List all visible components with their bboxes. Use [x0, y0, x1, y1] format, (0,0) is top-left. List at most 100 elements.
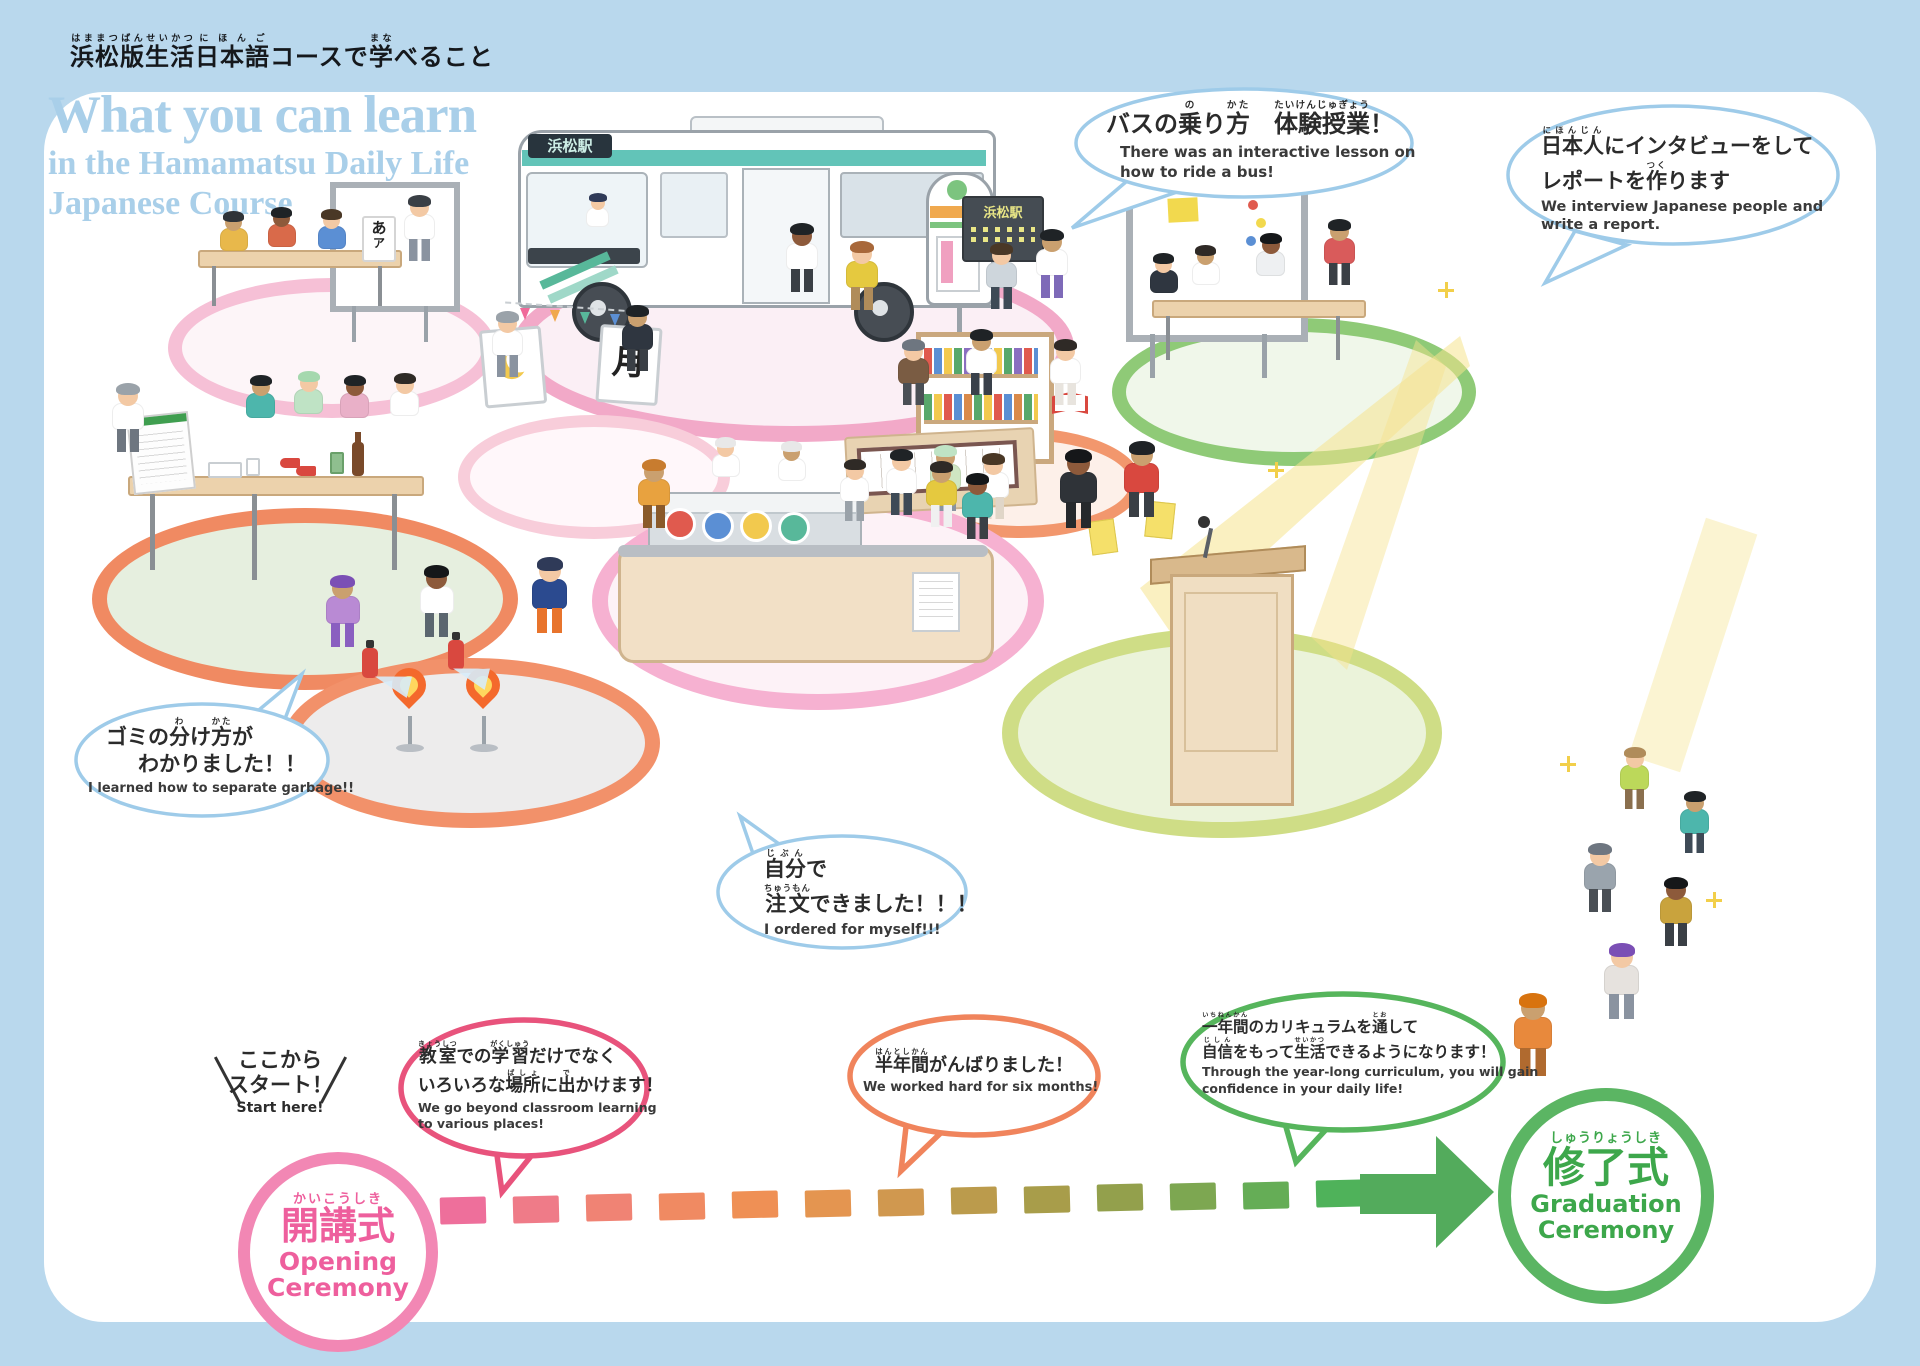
- timeline-dash: [658, 1192, 706, 1221]
- person-torso: [112, 403, 144, 430]
- person-torso: [1680, 809, 1709, 834]
- classroom-table: [198, 250, 402, 268]
- timeline-dash: [1315, 1179, 1363, 1208]
- person-torso: [420, 586, 454, 615]
- person-hair: [321, 209, 343, 220]
- person-legs: [930, 504, 952, 527]
- person-hair: [343, 375, 366, 387]
- person-head: [393, 373, 416, 394]
- person-torso: [622, 324, 653, 350]
- fire-extinguisher: [362, 648, 378, 678]
- page-title-english: What you can learn in the Hamamatsu Dail…: [48, 88, 477, 221]
- person-torso: [1256, 251, 1285, 276]
- person-torso: [492, 330, 523, 356]
- speech-bubble-sixmonths: 半年間はんとしかんがんばりました！ We worked hard for six…: [845, 1013, 1107, 1179]
- person-hair: [1153, 253, 1175, 264]
- sparkle-icon: [1706, 892, 1722, 908]
- person-hair: [989, 243, 1013, 255]
- table-leg: [1336, 316, 1340, 360]
- start-jp-line2: スタート！: [228, 1072, 333, 1097]
- person-legs: [990, 286, 1012, 309]
- graduation-ceremony-badge: しゅうりょうしき 修了式 Graduation Ceremony: [1498, 1088, 1714, 1304]
- drink-can: [330, 452, 344, 474]
- bubble-yearlong-en2: confidence in your daily life!: [1202, 1080, 1404, 1096]
- person-hair: [933, 445, 957, 457]
- person-figure: [294, 371, 323, 414]
- person-torso: [886, 468, 917, 494]
- person-head: [1128, 441, 1155, 466]
- magnet-dot-yellow: [1256, 218, 1266, 228]
- person-torso: [1124, 463, 1159, 493]
- person-hair: [393, 373, 416, 385]
- person-head: [1519, 993, 1547, 1020]
- person-hair: [850, 241, 874, 254]
- person-figure: [112, 383, 144, 452]
- garland-flag: [580, 312, 590, 324]
- person-torso: [246, 393, 275, 418]
- person-head: [889, 449, 913, 471]
- person-head: [1259, 233, 1282, 254]
- person-hair: [929, 461, 953, 473]
- person-legs: [1665, 923, 1687, 946]
- person-legs: [1129, 491, 1154, 517]
- person-figure: [340, 375, 369, 418]
- food-bowl-yellow: [740, 510, 772, 542]
- person-figure: [268, 207, 296, 248]
- person-torso: [638, 479, 670, 506]
- person-figure: [1256, 233, 1285, 276]
- timeline-dash: [1096, 1183, 1144, 1212]
- person-head: [1608, 943, 1635, 968]
- person-torso: [294, 389, 323, 414]
- person-legs: [1054, 382, 1076, 405]
- bus-wheel-hub: [590, 300, 606, 316]
- person-figure: [846, 241, 878, 310]
- person-torso: [846, 261, 878, 288]
- person-figure: [318, 209, 346, 250]
- person-head: [781, 441, 803, 461]
- person-torso: [1604, 965, 1639, 995]
- person-hair: [843, 459, 866, 471]
- person-figure: [390, 373, 419, 416]
- person-torso: [318, 226, 346, 250]
- person-legs: [1065, 501, 1091, 529]
- bubble-outline: [1070, 87, 1414, 230]
- timeline-dash: [512, 1194, 560, 1224]
- person-hair: [625, 305, 649, 317]
- bubble-yearlong-en1: Through the year-long curriculum, you wi…: [1202, 1064, 1539, 1080]
- whiteboard-leg: [1150, 334, 1155, 378]
- person-torso: [1660, 897, 1692, 924]
- garland-flag: [520, 308, 530, 320]
- speech-bubble-bus: バスの乗のり方かた 体験授業たいけんじゅぎょう！ There was an in…: [1070, 86, 1417, 236]
- table-leg: [252, 494, 257, 580]
- bubble-garbage-en1: I learned how to separate garbage!!: [88, 780, 355, 796]
- paper-cup: [246, 458, 260, 476]
- person-figure: [1604, 943, 1639, 1019]
- person-torso: [1060, 472, 1097, 503]
- opening-title-en2: Ceremony: [267, 1273, 409, 1303]
- person-torso: [926, 480, 957, 506]
- person-figure: [1050, 339, 1081, 405]
- sparkle-icon: [1560, 756, 1576, 772]
- person-head: [407, 195, 431, 217]
- person-head: [223, 211, 245, 231]
- table-leg: [212, 266, 216, 306]
- flame-stand-base: [470, 744, 498, 752]
- table-leg: [1166, 316, 1170, 360]
- person-head: [901, 339, 925, 361]
- bubble-bus-jp: バスの乗のり方かた 体験授業たいけんじゅぎょう！: [1106, 100, 1394, 138]
- person-legs: [1328, 262, 1350, 285]
- person-hair: [1195, 245, 1217, 256]
- bus-door: [742, 168, 830, 304]
- person-legs: [537, 607, 562, 633]
- person-head: [536, 557, 563, 582]
- sparkle-icon: [1438, 282, 1454, 298]
- person-hair: [1040, 229, 1064, 242]
- bubble-yearlong-jp1: 一年間いちねんかんのカリキュラムを通とおして: [1202, 1012, 1419, 1036]
- person-figure: [712, 437, 740, 478]
- person-head: [116, 383, 140, 406]
- person-head: [1153, 253, 1175, 273]
- person-figure: [1192, 245, 1220, 286]
- whiteboard-leg: [352, 306, 356, 342]
- speech-bubble-places: 教室きょうしつでの学習がくしゅうだけでなく いろいろな場所ばしょに出でかけます！…: [396, 1016, 663, 1199]
- extinguisher-nozzle: [366, 640, 374, 648]
